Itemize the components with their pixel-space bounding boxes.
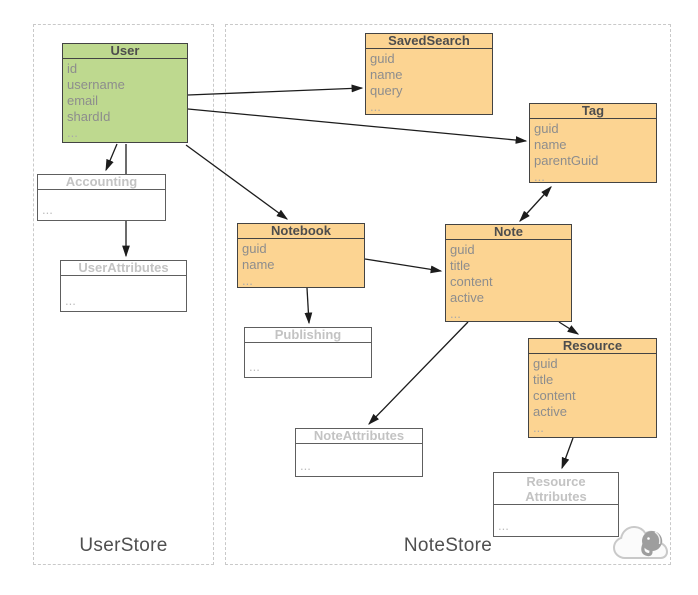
entity-title: Publishing: [245, 328, 371, 343]
entity-noteattributes: NoteAttributes ...: [295, 428, 423, 477]
entity-title: SavedSearch: [366, 34, 492, 49]
entity-tag: Tag guid name parentGuid ...: [529, 103, 657, 185]
entity-title: Notebook: [238, 224, 364, 239]
field: ...: [67, 125, 78, 141]
field: ...: [249, 358, 260, 374]
entity-title: NoteAttributes: [296, 429, 422, 444]
entity-note: Note guid title content active ...: [445, 224, 572, 322]
field: guid: [534, 121, 559, 136]
field: username: [67, 77, 125, 93]
field: ...: [450, 306, 461, 322]
field: title: [533, 372, 554, 388]
field: query: [370, 83, 403, 99]
evernote-elephant-cloud-logo: [612, 525, 669, 559]
field: name: [534, 137, 567, 153]
field: content: [450, 274, 493, 290]
entity-title: Tag: [530, 104, 656, 119]
field: active: [533, 404, 567, 420]
field: guid: [370, 51, 395, 66]
field: ...: [42, 201, 53, 217]
field: guid: [242, 241, 267, 256]
entity-title: UserAttributes: [61, 261, 186, 276]
field: guid: [450, 242, 475, 257]
field: name: [242, 257, 275, 273]
field: ...: [242, 273, 253, 289]
entity-notebook: Notebook guid name ...: [237, 223, 365, 288]
field: id: [67, 61, 78, 76]
field: guid: [533, 356, 558, 371]
field: name: [370, 67, 403, 83]
notestore-container: NoteStore: [225, 24, 671, 565]
field: active: [450, 290, 484, 306]
field: ...: [300, 457, 311, 473]
entity-publishing: Publishing ...: [244, 327, 372, 378]
userstore-label: UserStore: [79, 535, 168, 556]
elephant-icon: [641, 531, 662, 557]
field: email: [67, 93, 99, 109]
field: ...: [534, 169, 545, 185]
entity-title: Resource Attributes: [494, 473, 618, 505]
field: content: [533, 388, 576, 404]
entity-savedsearch: SavedSearch guid name query ...: [365, 33, 493, 115]
entity-resourceattributes: Resource Attributes ...: [493, 472, 619, 537]
entity-accounting: Accounting ...: [37, 174, 166, 221]
field: ...: [370, 99, 381, 115]
entity-user: User id username email shardId ...: [62, 43, 188, 143]
field: ...: [65, 292, 76, 308]
entity-title: Note: [446, 225, 571, 240]
userstore-container: UserStore: [33, 24, 214, 565]
entity-userattributes: UserAttributes ...: [60, 260, 187, 312]
field: ...: [533, 420, 544, 436]
entity-title: Resource: [529, 339, 656, 354]
field: shardId: [67, 109, 111, 125]
entity-title: User: [63, 44, 187, 59]
entity-resource: Resource guid title content active ...: [528, 338, 657, 438]
notestore-label: NoteStore: [403, 535, 493, 556]
field: ...: [498, 517, 509, 533]
field: parentGuid: [534, 153, 599, 169]
entity-title: Accounting: [38, 175, 165, 190]
field: title: [450, 258, 471, 274]
